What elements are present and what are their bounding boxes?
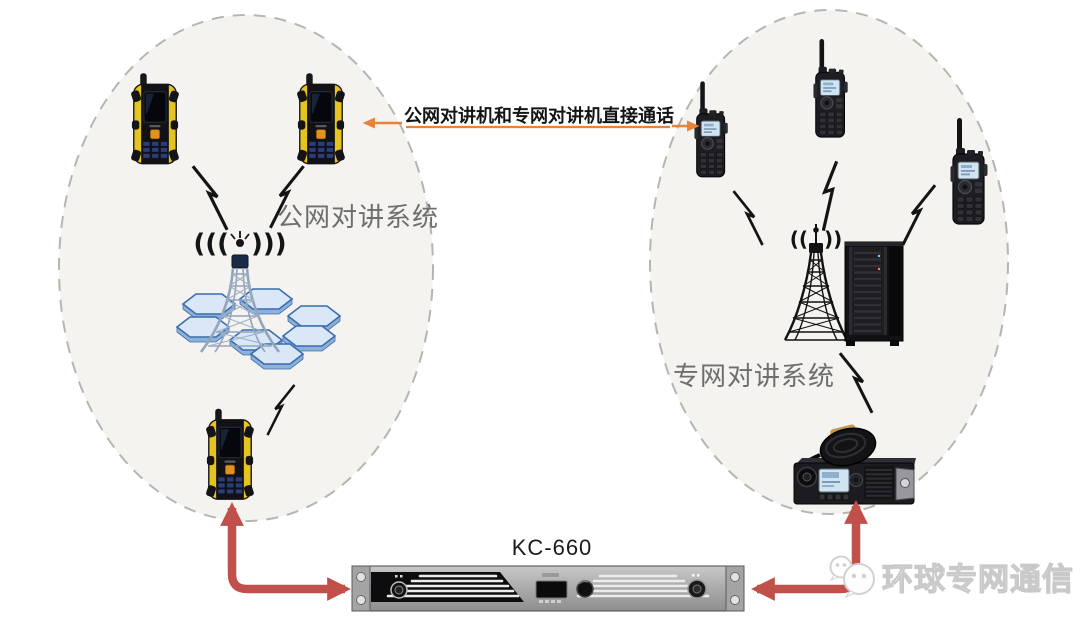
mobile-radio-mic-icon (793, 424, 916, 505)
signal-waves-icon: (( )) (790, 224, 842, 251)
svg-text:))): ))) (251, 229, 287, 259)
brand-watermark: 环球专网通信 (826, 551, 1074, 601)
red-elbow-arrow-left (220, 502, 351, 601)
direct-call-annotation: 公网对讲机和专网对讲机直接通话 (404, 106, 674, 126)
radio-tower-icon: (( )) (783, 224, 849, 341)
watermark-brand-text: 环球专网通信 (881, 561, 1074, 597)
rugged-phone-icon (297, 72, 345, 165)
signal-waves-icon: ((( ))) (193, 229, 286, 259)
svg-text:(((: ((( (193, 229, 229, 259)
wechat-bubbles-icon (829, 555, 875, 599)
private-network-label: 专网对讲系统 (673, 361, 836, 391)
svg-text:((: (( (790, 227, 808, 251)
rugged-phone-icon (206, 408, 254, 500)
rugged-phone-icon (131, 72, 179, 165)
public-network-label: 公网对讲系统 (277, 202, 440, 232)
gateway-model-label: KC-660 (511, 535, 593, 560)
svg-text:)): )) (824, 227, 842, 251)
rack-gateway-icon (351, 565, 745, 612)
server-rack-icon (844, 241, 904, 346)
cell-tower-icon: ((( ))) (193, 229, 287, 353)
